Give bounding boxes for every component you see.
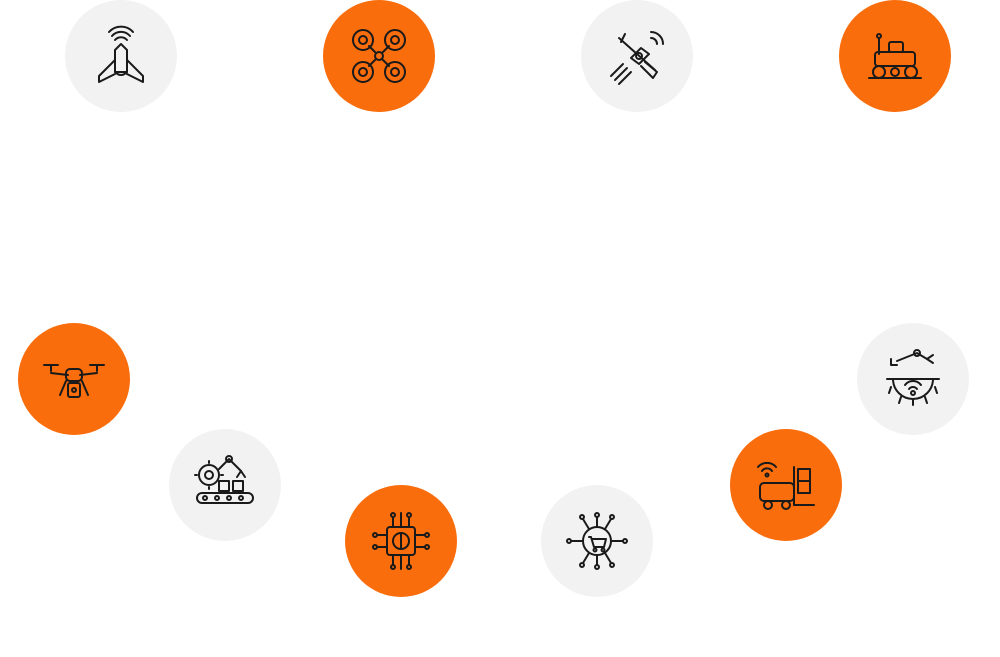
ai-chip-icon (372, 512, 430, 570)
delivery-drone-icon-circle (18, 323, 130, 435)
wireless-robot-arm-gear-icon (886, 349, 940, 406)
vtol-drone-icon-circle (65, 0, 177, 112)
quadcopter-drone-icon (352, 29, 406, 83)
ecommerce-circuit-icon (566, 512, 628, 570)
fixed-wing-drone-icon-circle (581, 0, 693, 112)
ai-chip-icon-circle (345, 485, 457, 597)
rover-robot-icon-circle (839, 0, 951, 112)
factory-robot-arm-icon-circle (169, 429, 281, 541)
quadcopter-drone-icon-circle (323, 0, 435, 112)
delivery-drone-icon (43, 364, 105, 398)
fixed-wing-drone-icon (610, 31, 664, 85)
autonomous-forklift-icon (757, 461, 815, 510)
ecommerce-circuit-icon-circle (541, 485, 653, 597)
vtol-drone-icon (98, 25, 144, 83)
rover-robot-icon (868, 33, 922, 79)
wireless-robot-arm-gear-icon-circle (857, 323, 969, 435)
autonomous-forklift-icon-circle (730, 429, 842, 541)
factory-robot-arm-icon (194, 455, 254, 504)
